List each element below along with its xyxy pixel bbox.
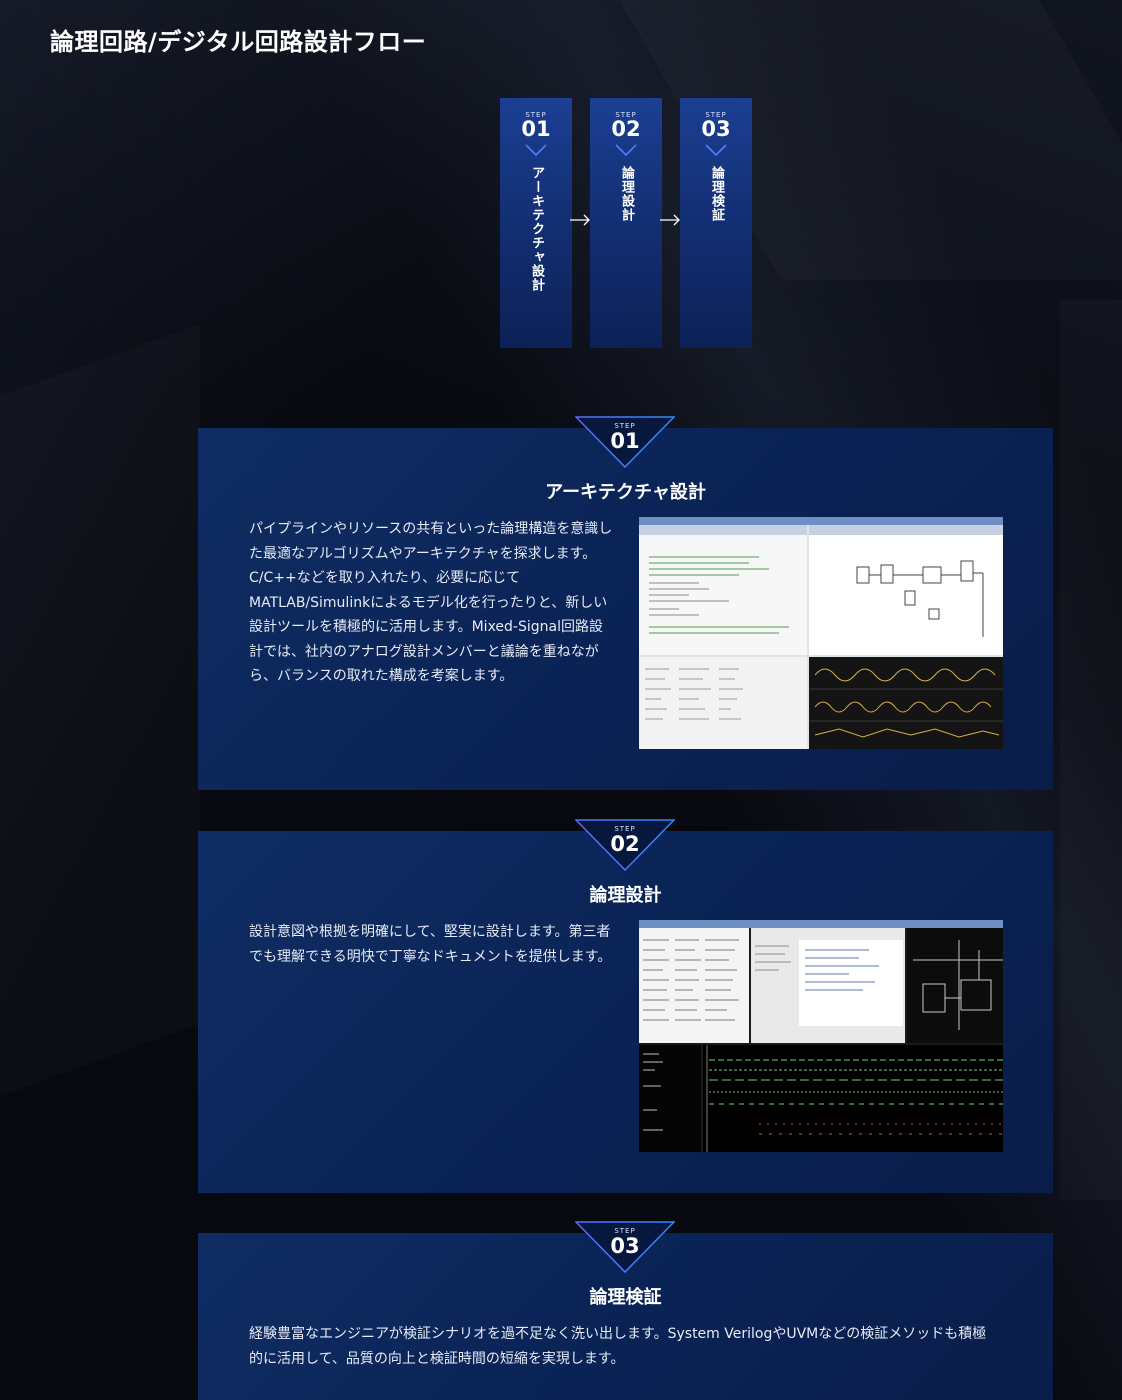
flow-step-label: STEP bbox=[705, 111, 727, 119]
flow-step-number: 01 bbox=[521, 117, 551, 141]
step-badge-shape bbox=[575, 819, 675, 871]
chevron-down-icon bbox=[525, 144, 547, 156]
section-title: 論理設計 bbox=[589, 885, 662, 906]
section-description: 設計意図や根拠を明確にして、堅実に設計します。第三者でも理解できる明快で丁寧なド… bbox=[249, 924, 612, 965]
chevron-down-icon bbox=[615, 144, 637, 156]
chevron-down-icon bbox=[705, 144, 727, 156]
step-badge-number: 01 bbox=[610, 429, 640, 453]
flow-step-label: STEP bbox=[525, 111, 547, 119]
flow-step-number: 02 bbox=[611, 117, 641, 141]
flow-step-title: アーキテクチャ設計 bbox=[529, 166, 544, 292]
flow-step-label: STEP bbox=[615, 111, 637, 119]
flow-step-03-card: STEP 03 論理検証 bbox=[680, 98, 752, 348]
flow-step-02-card: STEP 02 論理設計 bbox=[590, 98, 662, 348]
step-badge: STEP 02 bbox=[575, 819, 675, 871]
flow-step-number: 03 bbox=[701, 117, 731, 141]
section-description: パイプラインやリソースの共有といった論理構造を意識した最適なアルゴリズムやアーキ… bbox=[249, 521, 613, 684]
page-title: 論理回路/デジタル回路設計フロー bbox=[50, 28, 427, 56]
flow-step-title: 論理設計 bbox=[619, 166, 634, 222]
step-badge-number: 02 bbox=[610, 832, 640, 856]
section-title: 論理検証 bbox=[589, 1287, 662, 1308]
step-02-section: STEP 02 論理設計 設計意図や根拠を明確にして、堅実に設計します。第三者で… bbox=[198, 819, 1053, 1193]
logic-design-screenshot bbox=[639, 920, 1003, 1152]
matlab-simulink-screenshot bbox=[639, 517, 1003, 749]
step-badge: STEP 01 bbox=[575, 416, 675, 468]
step-badge-shape bbox=[575, 1221, 675, 1273]
arrow-right-icon bbox=[660, 214, 680, 226]
step-badge-label: STEP bbox=[614, 1227, 636, 1235]
flow-step-01-card: STEP 01 アーキテクチャ設計 bbox=[500, 98, 572, 348]
section-description: 経験豊富なエンジニアが検証シナリオを過不足なく洗い出します。System Ver… bbox=[249, 1326, 987, 1367]
section-title: アーキテクチャ設計 bbox=[545, 482, 706, 503]
step-badge-number: 03 bbox=[610, 1234, 640, 1258]
step-badge: STEP 03 bbox=[575, 1221, 675, 1273]
step-badge-label: STEP bbox=[614, 825, 636, 833]
step-badge-shape bbox=[575, 416, 675, 468]
flow-step-title: 論理検証 bbox=[709, 166, 724, 222]
step-03-section: STEP 03 論理検証 経験豊富なエンジニアが検証シナリオを過不足なく洗い出し… bbox=[198, 1221, 1053, 1400]
step-01-section: STEP 01 アーキテクチャ設計 パイプラインやリソースの共有といった論理構造… bbox=[198, 416, 1053, 790]
arrow-right-icon bbox=[570, 214, 590, 226]
step-badge-label: STEP bbox=[614, 422, 636, 430]
